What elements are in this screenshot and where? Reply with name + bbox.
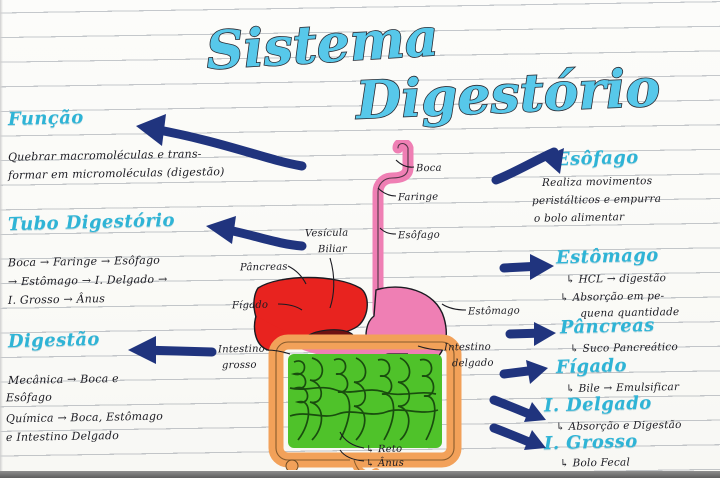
- digestao-line-1: Mecânica → Boca e: [7, 372, 119, 387]
- estomago-bullet-1: ↳ HCL → digestão: [565, 272, 667, 286]
- diagram-label-estomago: Estômago: [467, 305, 521, 318]
- diagram-label-intestino-grosso-2: grosso: [221, 359, 257, 372]
- tubo-line-3: I. Grosso → Ânus: [7, 292, 106, 307]
- arrow-to-intestino-delgado: [489, 392, 552, 426]
- section-heading-tubo-digestorio: Tubo Digestório: [7, 209, 176, 236]
- section-heading-funcao: Função: [7, 107, 84, 130]
- rectum-outline: [353, 459, 360, 470]
- esofago-line-3: o bolo alimentar: [533, 211, 625, 225]
- diagram-label-pancreas: Pâncreas: [239, 261, 288, 274]
- diagram-label-boca: Boca: [415, 162, 442, 175]
- diagram-label-intestino-delgado-1: Intestino: [443, 341, 492, 354]
- arrow-to-esofago: [491, 140, 572, 188]
- arrow-to-digestao: [116, 334, 217, 370]
- paper-left-edge: [0, 0, 3, 478]
- diagram-label-vesicula: Vesícula: [304, 227, 349, 240]
- arrow-to-tubo-digestorio: [196, 216, 307, 256]
- section-heading-digestao: Digestão: [7, 328, 101, 353]
- diagram-label-faringe: Faringe: [397, 191, 439, 204]
- esofago-line-2: peristálticos e empurra: [531, 192, 662, 208]
- digestao-line-2: Esôfago: [5, 390, 53, 405]
- section-heading-estomago: Estômago: [555, 244, 659, 269]
- arrow-to-figado: [499, 358, 558, 388]
- section-heading-intestino-delgado: I. Delgado: [543, 392, 652, 417]
- arrow-to-pancreas: [505, 320, 564, 350]
- intestino-grosso-bullet-1: ↳ Bolo Fecal: [559, 456, 631, 470]
- arrow-to-estomago: [499, 252, 562, 284]
- diagram-label-reto: ↳ Reto: [365, 443, 403, 456]
- page-bottom-edge: [0, 471, 720, 478]
- arrow-to-intestino-grosso: [489, 420, 552, 454]
- section-heading-pancreas: Pâncreas: [559, 314, 655, 339]
- digestao-line-4: e Intestino Delgado: [5, 429, 120, 444]
- section-heading-figado: Fígado: [555, 355, 628, 378]
- diagram-label-biliar: Biliar: [317, 243, 347, 256]
- section-heading-intestino-grosso: I. Grosso: [543, 430, 638, 455]
- diagram-label-anus: ↳ Ânus: [365, 457, 405, 470]
- pancreas-bullet-1: ↳ Suco Pancreático: [569, 341, 679, 355]
- estomago-bullet-2: ↳ Absorção em pe-: [559, 290, 665, 304]
- arrow-to-funcao: [126, 112, 307, 172]
- diagram-label-intestino-grosso-1: Intestino: [217, 343, 266, 356]
- large-intestine-outline: [275, 341, 455, 461]
- appendix-shape: [285, 459, 299, 470]
- diagram-label-esofago: Esôfago: [397, 229, 441, 242]
- digestive-system-diagram: [250, 140, 490, 470]
- diagram-label-figado: Fígado: [231, 299, 269, 312]
- small-intestine-coils: [289, 357, 439, 441]
- diagram-label-intestino-delgado-2: delgado: [451, 357, 494, 370]
